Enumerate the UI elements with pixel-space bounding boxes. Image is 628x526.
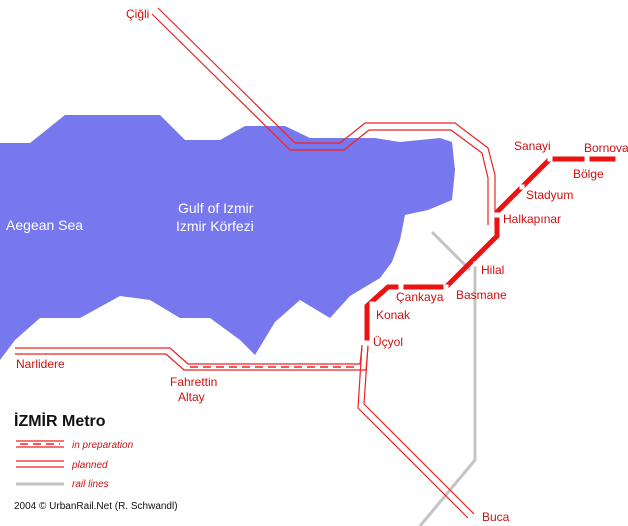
station-label-basmane: Basmane: [456, 288, 507, 302]
planned-line-buca-b: [363, 344, 475, 515]
station-label-stadyum: Stadyum: [526, 188, 573, 202]
rail-lines: [418, 230, 477, 526]
legend-title: İZMİR Metro: [14, 412, 106, 430]
place-label-fahrettin: Fahrettin: [170, 375, 217, 389]
station-marker-sanayi: [547, 156, 553, 162]
station-label-bolge: Bölge: [573, 167, 604, 181]
place-label-narlidere: Narlidere: [16, 357, 65, 371]
place-label-altay: Altay: [178, 390, 205, 404]
station-marker-cankaya: [398, 284, 404, 290]
credit-text: 2004 © UrbanRail.Net (R. Schwandl): [14, 501, 178, 512]
rail-line-west-spur: [430, 230, 472, 272]
sea-area: [0, 115, 455, 360]
station-marker-hilal: [473, 261, 479, 267]
place-label-cigli: Çiğli: [126, 7, 149, 21]
station-marker-konak: [369, 301, 375, 307]
planned-line-buca-a: [357, 344, 469, 519]
place-label-buca: Buca: [482, 510, 510, 524]
planned-line-narlidere-a: [15, 346, 363, 365]
station-label-cankaya: Çankaya: [396, 290, 444, 304]
legend-swatch-prep: [16, 440, 64, 448]
station-marker-bornova: [615, 156, 621, 162]
station-marker-bolge: [584, 156, 590, 162]
station-marker-stadyum: [519, 184, 525, 190]
station-label-konak: Konak: [376, 308, 411, 322]
station-label-sanayi: Sanayi: [514, 139, 551, 153]
station-label-ucyol: Üçyol: [373, 335, 403, 349]
station-marker-halkapinar: [494, 212, 500, 218]
station-label-bornova: Bornova: [584, 141, 628, 155]
sea-label: Aegean Sea: [6, 217, 83, 233]
station-label-hilal: Hilal: [481, 263, 504, 277]
station-marker-ucyol: [364, 340, 370, 346]
gulf-label-en: Gulf of Izmir: [178, 200, 254, 216]
legend-label-prep: in preparation: [72, 440, 134, 451]
station-label-halkapinar: Halkapınar: [503, 212, 561, 226]
planned-line-cigli-b: [151, 13, 489, 225]
planned-line-cigli-a: [157, 7, 496, 225]
legend-label-rail: rail lines: [72, 479, 109, 490]
legend-swatch-planned: [16, 460, 64, 468]
legend-label-planned: planned: [71, 460, 108, 471]
station-markers: [364, 156, 621, 346]
station-marker-basmane: [443, 284, 449, 290]
rail-line-south: [418, 265, 477, 526]
gulf-label-tr: Izmir Körfezi: [176, 218, 254, 234]
planned-lines: [15, 7, 496, 519]
